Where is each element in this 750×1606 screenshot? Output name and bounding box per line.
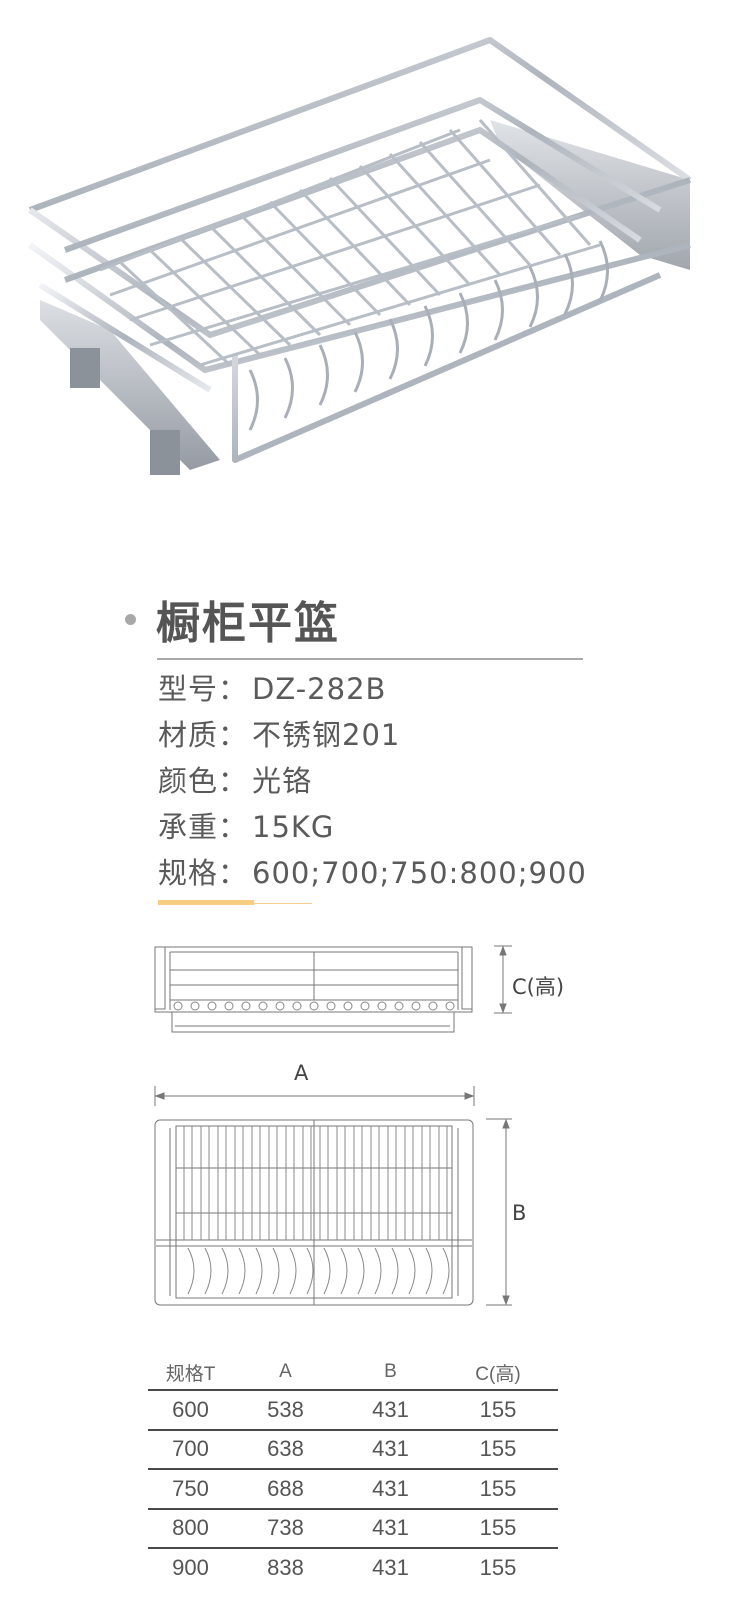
table-row: 750 688 431 155	[148, 1470, 558, 1508]
table-rule	[148, 1507, 558, 1510]
spec-value: 光铬	[252, 764, 313, 798]
cell-size: 800	[172, 1515, 209, 1541]
spec-color: 颜色：光铬	[158, 763, 312, 799]
cell-b: 431	[372, 1515, 409, 1541]
cell-c: 155	[479, 1396, 517, 1422]
cell-b: 431	[372, 1396, 409, 1422]
dim-label-c: C(高)	[512, 975, 565, 999]
accent-line	[254, 903, 312, 904]
spec-label: 规格：	[158, 856, 249, 890]
title-bullet	[125, 614, 136, 625]
table-row: 900 838 431 155	[148, 1549, 558, 1587]
spec-value: DZ-282B	[252, 672, 387, 706]
cell-b: 431	[372, 1436, 409, 1462]
spec-value: 不锈钢201	[252, 718, 401, 752]
width-dimension-line	[154, 1086, 476, 1110]
cell-c: 155	[479, 1515, 517, 1541]
table-row: 600 538 431 155	[148, 1391, 558, 1429]
spec-value: 15KG	[252, 810, 335, 844]
size-table: 规格T A B C(高) 600 538 431 155 700 638 431…	[148, 1355, 558, 1587]
cell-c: 155	[479, 1554, 517, 1580]
cell-b: 431	[372, 1475, 409, 1501]
header-c: C(高)	[475, 1363, 521, 1385]
spec-label: 型号：	[158, 672, 249, 706]
title-divider	[157, 658, 583, 660]
table-rule	[148, 1547, 558, 1549]
side-view-drawing	[150, 940, 480, 1045]
table-rule	[148, 1389, 558, 1391]
table-rule	[148, 1428, 558, 1431]
cell-a: 688	[267, 1475, 304, 1501]
cell-size: 750	[172, 1475, 209, 1501]
top-view-drawing	[154, 1118, 476, 1310]
cell-b: 431	[372, 1554, 409, 1580]
header-a: A	[279, 1361, 292, 1382]
cell-size: 700	[172, 1436, 209, 1462]
cell-a: 838	[267, 1554, 304, 1580]
spec-label: 材质：	[158, 718, 249, 752]
table-rule	[148, 1468, 558, 1470]
cell-a: 538	[267, 1396, 304, 1422]
cell-a: 738	[267, 1515, 304, 1541]
dim-label-b: B	[512, 1201, 527, 1225]
table-header-row: 规格T A B C(高)	[148, 1355, 558, 1389]
accent-bar	[158, 900, 254, 905]
dim-label-a: A	[294, 1061, 309, 1085]
product-photo	[0, 0, 750, 560]
spec-sizes: 规格：600;700;750:800;900	[158, 855, 587, 891]
spec-material: 材质：不锈钢201	[158, 717, 400, 753]
cell-a: 638	[267, 1436, 304, 1462]
cell-size: 900	[172, 1554, 209, 1580]
cell-c: 155	[479, 1475, 517, 1501]
header-size: 规格T	[165, 1363, 216, 1385]
table-row: 800 738 431 155	[148, 1510, 558, 1548]
spec-value: 600;700;750:800;900	[252, 856, 587, 890]
header-b: B	[384, 1361, 397, 1382]
spec-label: 颜色：	[158, 764, 249, 798]
cell-c: 155	[479, 1436, 517, 1462]
spec-label: 承重：	[158, 810, 249, 844]
table-row: 700 638 431 155	[148, 1431, 558, 1469]
spec-model: 型号：DZ-282B	[158, 671, 386, 707]
spec-load: 承重：15KG	[158, 809, 334, 845]
page-title: 橱柜平篮	[156, 598, 340, 649]
height-dimension-line	[494, 945, 514, 1019]
depth-dimension-line	[486, 1118, 516, 1312]
cell-size: 600	[172, 1396, 209, 1422]
